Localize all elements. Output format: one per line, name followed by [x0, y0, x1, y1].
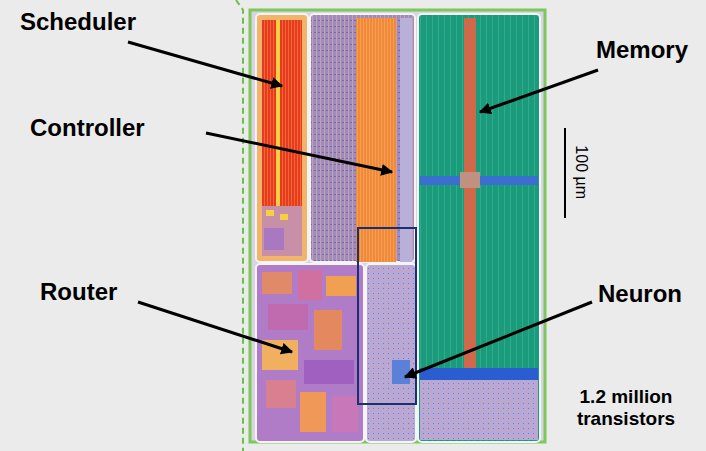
die-frame [250, 10, 545, 442]
memory-center [460, 172, 480, 188]
memory-band [420, 368, 538, 380]
leader-arrow [206, 133, 392, 172]
part-label: Neuron [598, 280, 682, 308]
scheduler-cell [266, 210, 274, 216]
note-label: 1.2 million transistors [556, 386, 696, 430]
scheduler-bus [276, 20, 280, 206]
part-label: Memory [596, 36, 688, 64]
scheduler-cell [280, 214, 288, 220]
part-label: Scheduler [20, 8, 136, 36]
scheduler-cell [264, 228, 284, 250]
controller-strip [400, 18, 412, 262]
die-outline-dashed [236, 0, 243, 451]
neuron-block [366, 264, 416, 442]
part-label: Controller [30, 114, 145, 142]
scheduler-block [256, 14, 308, 262]
memory-block [418, 14, 540, 442]
memory-decoder [464, 18, 476, 368]
leader-arrow [405, 302, 592, 377]
router-cell [314, 310, 342, 350]
router-cell [300, 392, 326, 432]
dimension-label: 100 µm [572, 145, 590, 199]
router-cell [304, 360, 354, 384]
part-label: Router [40, 278, 117, 306]
router-cell [326, 276, 356, 296]
controller-block [310, 14, 415, 262]
leader-arrow [480, 70, 598, 112]
router-block [256, 264, 364, 442]
scheduler-logic [262, 206, 302, 256]
controller-core [356, 18, 396, 262]
scale-bar [564, 128, 566, 218]
router-cell [266, 380, 296, 408]
scheduler-core [262, 20, 302, 206]
neuron-cell [392, 360, 410, 384]
router-cell [262, 272, 292, 294]
router-cell [298, 270, 322, 300]
leader-arrow [138, 302, 292, 352]
leader-arrow [128, 42, 282, 86]
memory-periphery [420, 368, 538, 440]
router-cell [268, 304, 308, 330]
router-cell [332, 396, 358, 432]
